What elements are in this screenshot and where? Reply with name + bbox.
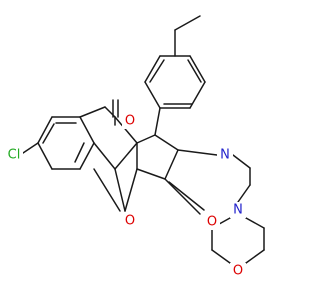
atom-label-o-ketone: O	[125, 114, 135, 129]
atom-o-ring: O	[122, 213, 138, 229]
bond-line	[211, 249, 231, 264]
atom-label-o-morpholine: O	[233, 264, 243, 279]
bond-line	[114, 116, 138, 144]
bond-line	[124, 168, 138, 212]
bond-line	[187, 59, 202, 83]
bond-line	[79, 142, 95, 170]
bond-line	[136, 134, 156, 144]
bond-line	[144, 81, 161, 109]
bond-line	[232, 154, 251, 169]
bond-line	[136, 168, 166, 180]
bond-line	[154, 107, 161, 136]
bond-line	[245, 217, 265, 229]
bond-line	[154, 134, 179, 151]
atom-label-n-lactam: N	[220, 148, 230, 163]
bond-line	[144, 55, 161, 83]
bond-line	[37, 142, 53, 170]
atom-label-o-ring: O	[125, 214, 135, 229]
bond-line	[245, 249, 265, 264]
atom-o-amide: O	[204, 214, 220, 230]
bond-line	[189, 55, 206, 83]
bond-line	[42, 123, 55, 144]
bond-line	[237, 184, 251, 203]
bond-line	[79, 106, 106, 118]
bond-line	[164, 149, 179, 180]
bond-line	[93, 168, 121, 212]
atom-cl: Cl	[3, 147, 23, 163]
atom-n-lactam: N	[217, 147, 233, 163]
bond-line	[93, 142, 116, 170]
bond-line	[37, 116, 53, 144]
atom-label-o-amide: O	[207, 215, 217, 230]
bond-line	[149, 59, 165, 83]
bond-line	[114, 142, 138, 170]
bond-line	[79, 116, 95, 144]
bond-line	[174, 15, 201, 31]
atom-labels: Cl O O O N N O	[3, 113, 246, 279]
atom-label-n-morpholine: N	[233, 203, 243, 218]
bond-line	[168, 181, 205, 211]
atom-o-morpholine: O	[230, 263, 246, 279]
bond-line	[177, 149, 218, 156]
bond-line	[164, 178, 201, 215]
molecule-structure: Cl O O O N N O	[3, 15, 265, 279]
bond-line	[74, 142, 85, 163]
atom-n-morpholine: N	[230, 202, 246, 218]
atom-o-ketone: O	[122, 113, 138, 129]
bond-line	[114, 168, 126, 212]
bond-lines	[19, 15, 265, 264]
atom-label-cl: Cl	[8, 148, 21, 163]
